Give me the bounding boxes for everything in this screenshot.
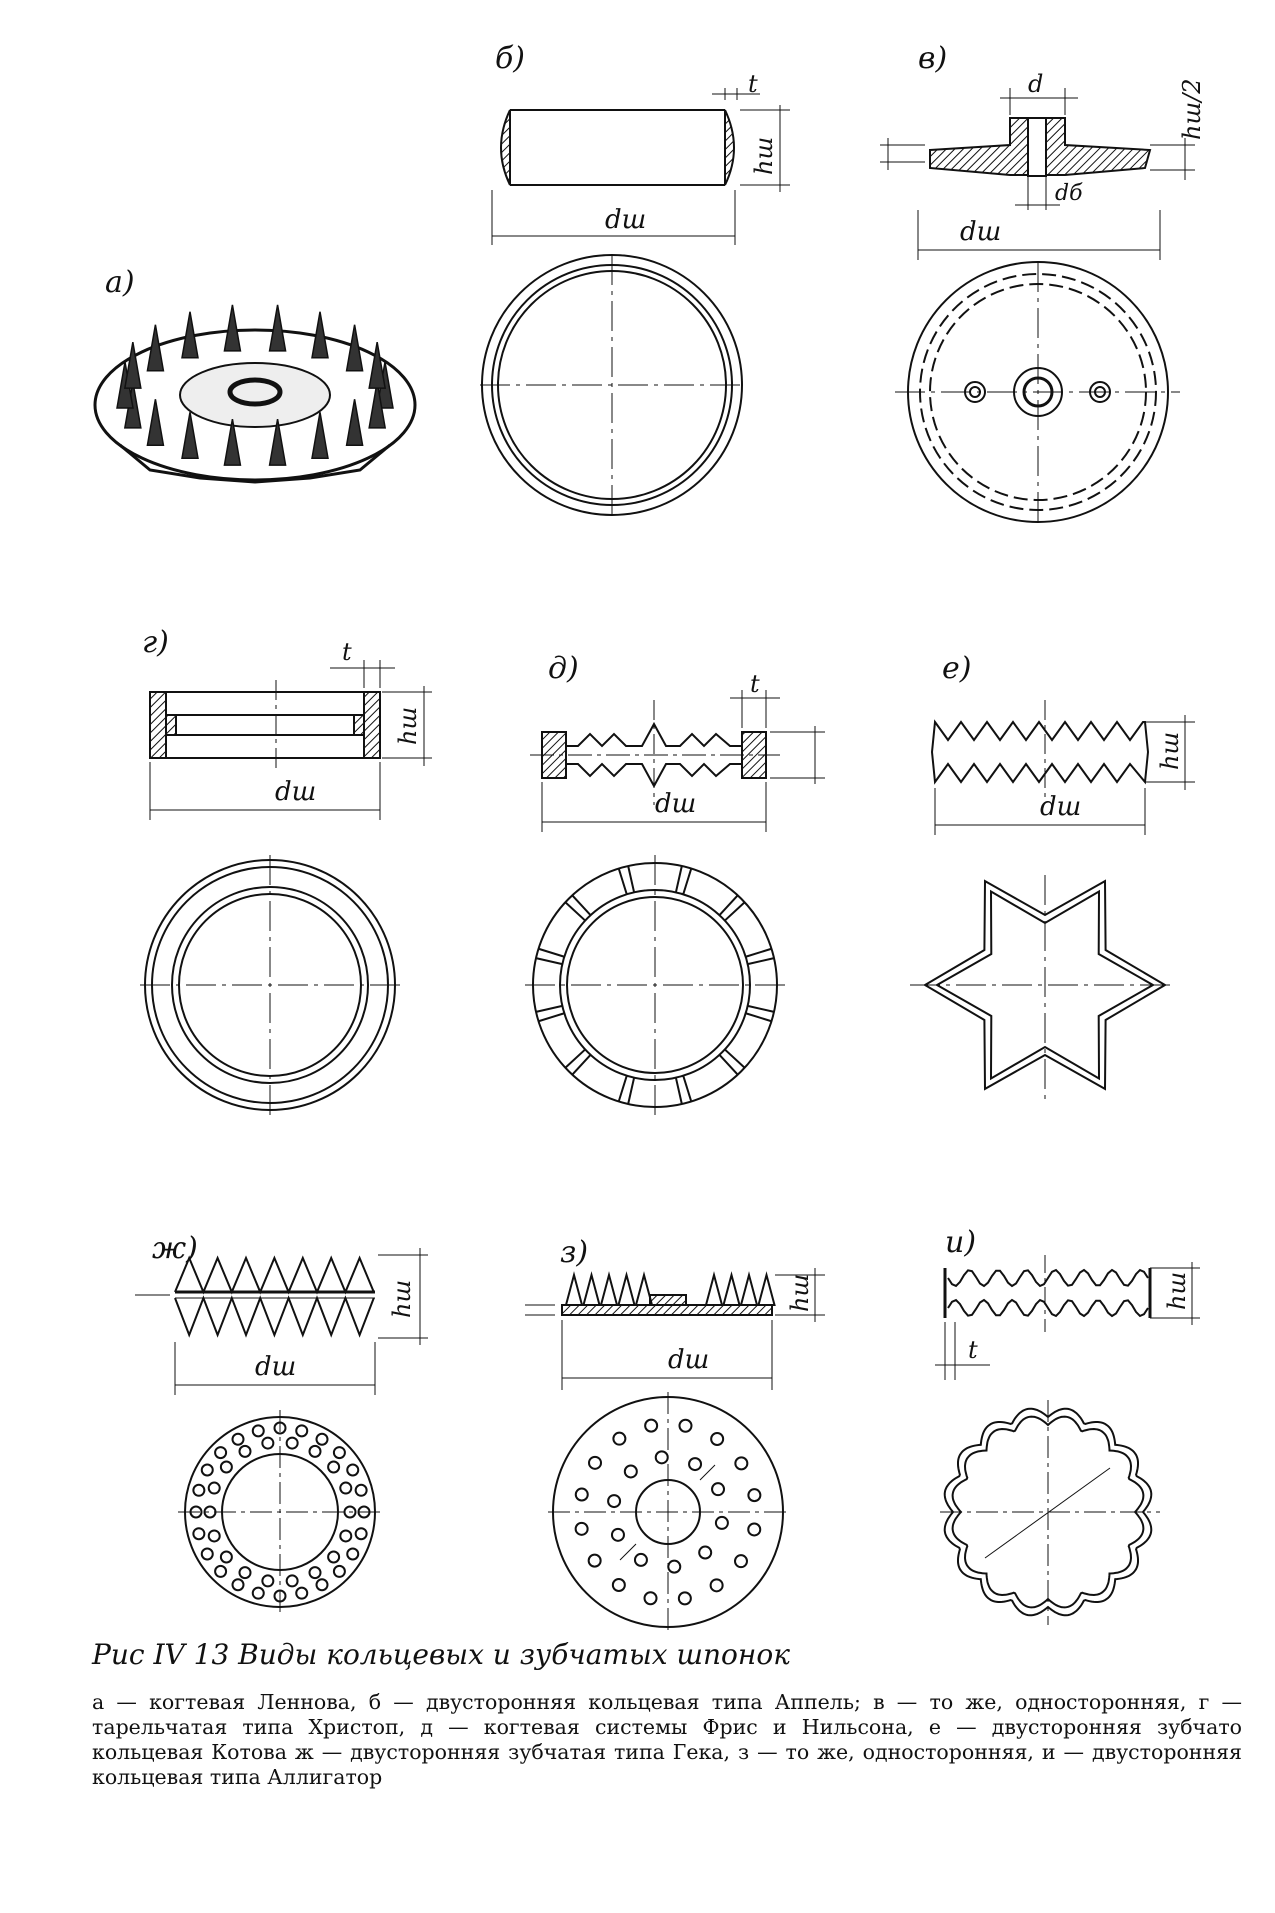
panel-g-drawing: г) t hш dш: [140, 625, 432, 1118]
panel-d-dim-d: dш: [655, 789, 696, 819]
panel-v-dim-h: hш/2: [1178, 78, 1206, 140]
panel-i-dim-t: t: [968, 1336, 978, 1364]
panel-v-dim-db: dб: [1055, 181, 1083, 206]
panel-zh-drawing: ж) hш dш: [135, 1231, 428, 1615]
panel-g-dim-d: dш: [275, 777, 316, 807]
panel-v-dim-d: d: [1028, 70, 1043, 98]
panel-d-drawing: д) t dш: [525, 651, 825, 1115]
panel-d-letter: д): [548, 651, 579, 686]
panel-g-dim-h: hш: [394, 707, 422, 745]
panel-i-dim-h: hш: [1163, 1272, 1191, 1310]
panel-a-drawing: а): [93, 265, 417, 484]
panel-g-dim-t: t: [342, 638, 352, 666]
panel-e-dim-d: dш: [1040, 792, 1081, 822]
panel-d-dim-t: t: [750, 670, 760, 698]
panel-v-dim-d-total: dш: [960, 217, 1001, 247]
panel-zh-dim-h: hш: [388, 1280, 416, 1318]
panel-b-letter: б): [495, 41, 525, 76]
panel-b-drawing: б) t hш dш: [480, 41, 790, 516]
panel-i-letter: и): [945, 1225, 976, 1260]
panel-b-dim-d: dш: [605, 205, 646, 235]
panel-b-dim-t: t: [748, 70, 758, 98]
panel-z-dim-d: dш: [668, 1345, 709, 1375]
panel-e-dim-h: hш: [1156, 732, 1184, 770]
panel-v-letter: в): [918, 41, 947, 76]
panel-i-drawing: и) hш t: [935, 1225, 1200, 1625]
panel-e-letter: е): [942, 651, 971, 686]
figure-caption-description: а — когтевая Леннова, б — двусторонняя к…: [92, 1690, 1242, 1789]
panel-z-drawing: з) hш dш: [525, 1235, 825, 1632]
panel-v-drawing: в) d hш/2 dб dш: [880, 41, 1206, 525]
panel-z-letter: з): [560, 1235, 588, 1270]
panel-e-drawing: е) hш dш: [910, 651, 1195, 1105]
panel-zh-dim-d: dш: [255, 1352, 296, 1382]
panel-z-dim-h: hш: [786, 1274, 814, 1312]
panel-g-letter: г): [142, 625, 169, 660]
panel-b-dim-h: hш: [750, 137, 778, 175]
figure-caption-title: Рис IV 13 Виды кольцевых и зубчатых шпон…: [92, 1638, 790, 1671]
panel-a-letter: а): [105, 265, 135, 300]
